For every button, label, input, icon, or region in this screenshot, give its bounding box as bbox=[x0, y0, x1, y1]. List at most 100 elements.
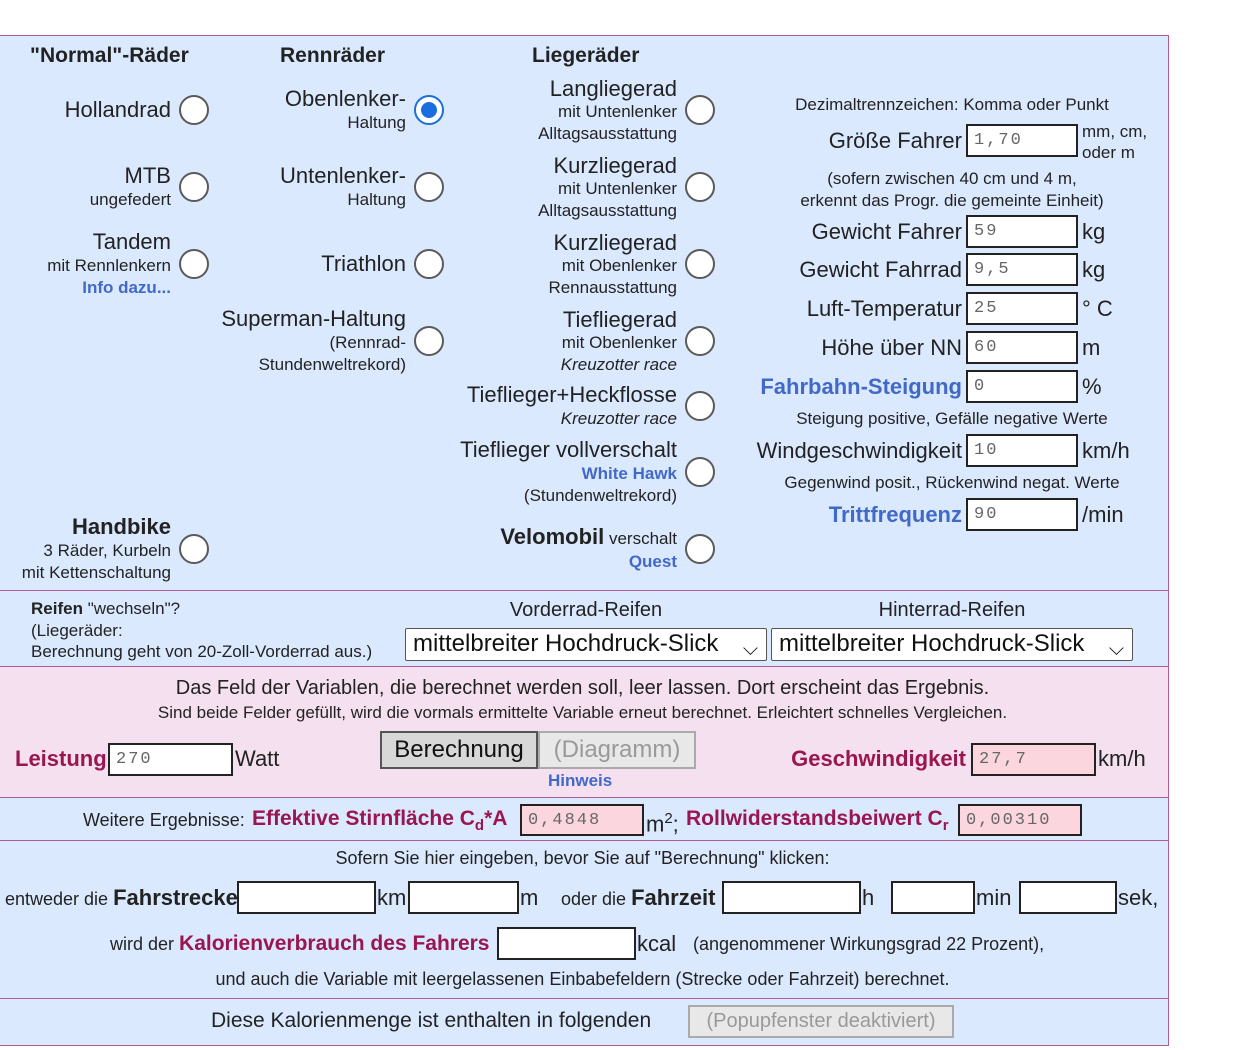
weight-bike-input[interactable]: 9,5 bbox=[966, 253, 1078, 286]
rear-tire-select[interactable]: mittelbreiter Hochdruck-Slick⌵ bbox=[771, 628, 1133, 661]
superman-radio[interactable] bbox=[414, 326, 444, 356]
wind-input[interactable]: 10 bbox=[966, 434, 1078, 467]
wind-unit: km/h bbox=[1082, 438, 1130, 463]
langliegerad-label: Langliegerad bbox=[549, 76, 677, 101]
col-header-normal: "Normal"-Räder bbox=[30, 44, 189, 67]
langliegerad-sublabel-1: mit Untenlenker bbox=[557, 102, 677, 121]
velomobil-radio[interactable] bbox=[685, 534, 715, 564]
temperature-label: Luft-Temperatur bbox=[806, 296, 962, 321]
temperature-unit: ° C bbox=[1082, 296, 1113, 321]
time-row: oder die Fahrzeit bbox=[561, 887, 715, 910]
distance-panel bbox=[0, 840, 1169, 999]
cadence-unit: /min bbox=[1082, 502, 1124, 527]
diagram-button[interactable]: (Diagramm) bbox=[538, 731, 696, 769]
speed-input[interactable]: 27,7 bbox=[971, 743, 1096, 776]
power-unit: Watt bbox=[235, 746, 280, 771]
front-tire-select[interactable]: mittelbreiter Hochdruck-Slick⌵ bbox=[405, 628, 767, 661]
power-input[interactable]: 270 bbox=[108, 743, 233, 776]
hollandrad-radio[interactable] bbox=[179, 95, 209, 125]
cadence-input[interactable]: 90 bbox=[966, 498, 1078, 531]
col-header-race: Rennräder bbox=[280, 44, 386, 67]
slope-link[interactable]: Fahrbahn-Steigung bbox=[760, 374, 962, 399]
superman-label: Superman-Haltung bbox=[221, 306, 406, 331]
kcal-input[interactable] bbox=[497, 927, 636, 960]
cadence-link[interactable]: Trittfrequenz bbox=[828, 502, 962, 527]
roll-label-sub: r bbox=[942, 817, 949, 835]
obenlenker-label: Obenlenker- bbox=[284, 86, 406, 111]
tandem-info-link[interactable]: Info dazu... bbox=[82, 278, 171, 297]
kurzliegerad-unten-radio[interactable] bbox=[685, 172, 715, 202]
calculate-button[interactable]: Berechnung bbox=[380, 731, 538, 769]
rear-tire-value: mittelbreiter Hochdruck-Slick bbox=[779, 630, 1085, 657]
area-label-sub: d bbox=[474, 817, 485, 835]
area-unit-text: m bbox=[646, 811, 665, 837]
km-unit: km bbox=[377, 885, 407, 910]
h-unit: h bbox=[862, 885, 875, 910]
tandem-radio[interactable] bbox=[179, 249, 209, 279]
kcal-unit: kcal bbox=[637, 931, 677, 956]
triathlon-radio[interactable] bbox=[414, 249, 444, 279]
kurzliegerad-oben-sublabel-2: Rennausstattung bbox=[548, 278, 677, 297]
distance-m-input[interactable] bbox=[408, 881, 519, 914]
kurzliegerad-oben-radio[interactable] bbox=[685, 249, 715, 279]
langliegerad-radio[interactable] bbox=[685, 95, 715, 125]
distance-km-input[interactable] bbox=[237, 881, 376, 914]
area-unit-exp: 2 bbox=[664, 810, 673, 827]
distance-intro: Sofern Sie hier eingeben, bevor Sie auf … bbox=[335, 848, 830, 868]
obenlenker-radio[interactable] bbox=[414, 95, 444, 125]
front-tire-label: Vorderrad-Reifen bbox=[509, 599, 663, 621]
food-label: Diese Kalorienmenge ist enthalten in fol… bbox=[211, 1009, 652, 1032]
min-unit: min bbox=[976, 885, 1012, 910]
kurzliegerad-oben-label: Kurzliegerad bbox=[553, 230, 677, 255]
area-output[interactable]: 0,4848 bbox=[520, 804, 644, 836]
untenlenker-sublabel: Haltung bbox=[347, 190, 406, 209]
vollverschalt-radio[interactable] bbox=[685, 457, 715, 487]
handbike-sublabel-2: mit Kettenschaltung bbox=[21, 563, 171, 582]
bike-panel bbox=[0, 35, 747, 591]
hints-link[interactable]: Hinweis bbox=[548, 771, 613, 790]
kurzliegerad-unten-sublabel-1: mit Untenlenker bbox=[557, 179, 677, 198]
area-sep: ; bbox=[672, 811, 679, 837]
altitude-input[interactable]: 60 bbox=[966, 331, 1078, 364]
handbike-radio[interactable] bbox=[179, 534, 209, 564]
roll-output[interactable]: 0,00310 bbox=[958, 804, 1082, 836]
temperature-input[interactable]: 25 bbox=[966, 292, 1078, 325]
quest-link[interactable]: Quest bbox=[628, 552, 677, 571]
kurzliegerad-unten-sublabel-2: Alltagsausstattung bbox=[538, 201, 677, 220]
handbike-label: Handbike bbox=[71, 514, 171, 539]
weight-rider-label: Gewicht Fahrer bbox=[811, 219, 962, 244]
heckflosse-radio[interactable] bbox=[685, 391, 715, 421]
superman-sublabel-1: (Rennrad- bbox=[329, 333, 406, 352]
untenlenker-radio[interactable] bbox=[414, 172, 444, 202]
power-label: Leistung bbox=[15, 746, 107, 771]
white-hawk-link[interactable]: White Hawk bbox=[581, 464, 677, 483]
tiefliegerad-sublabel-1: mit Obenlenker bbox=[561, 333, 677, 352]
tiefliegerad-radio[interactable] bbox=[685, 326, 715, 356]
weight-rider-input[interactable]: 59 bbox=[966, 215, 1078, 248]
time-min-input[interactable] bbox=[891, 881, 975, 914]
time-sek-input[interactable] bbox=[1019, 881, 1117, 914]
handbike-sublabel-1: 3 Räder, Kurbeln bbox=[43, 541, 171, 560]
area-label-text: Effektive Stirnfläche C bbox=[252, 807, 475, 830]
speed-unit: km/h bbox=[1098, 746, 1146, 771]
kurzliegerad-unten-label: Kurzliegerad bbox=[553, 153, 677, 178]
velomobil-rest: verschalt bbox=[604, 529, 677, 548]
roll-label: Rollwiderstandsbeiwert Cr bbox=[686, 808, 949, 837]
kcal-prefix: wird der bbox=[110, 934, 180, 954]
roll-label-text: Rollwiderstandsbeiwert C bbox=[686, 807, 943, 830]
altitude-label: Höhe über NN bbox=[821, 335, 962, 360]
food-popup-button[interactable]: (Popupfenster deaktiviert) bbox=[688, 1005, 954, 1038]
front-tire-value: mittelbreiter Hochdruck-Slick bbox=[413, 630, 719, 657]
height-input[interactable]: 1,70 bbox=[966, 124, 1078, 157]
obenlenker-sublabel: Haltung bbox=[347, 113, 406, 132]
height-note-1: (sofern zwischen 40 cm und 4 m, bbox=[827, 169, 1077, 188]
weight-bike-unit: kg bbox=[1082, 257, 1106, 282]
area-unit: m2; bbox=[646, 808, 679, 835]
slope-input[interactable]: 0 bbox=[966, 370, 1078, 403]
or-text: oder die bbox=[561, 889, 632, 909]
mtb-radio[interactable] bbox=[179, 172, 209, 202]
time-h-input[interactable] bbox=[722, 881, 861, 914]
vollverschalt-sublabel: (Stundenweltrekord) bbox=[523, 486, 677, 505]
time-label: Fahrzeit bbox=[631, 885, 716, 910]
calc-instruction-2: Sind beide Felder gefüllt, wird die vorm… bbox=[157, 703, 1008, 722]
